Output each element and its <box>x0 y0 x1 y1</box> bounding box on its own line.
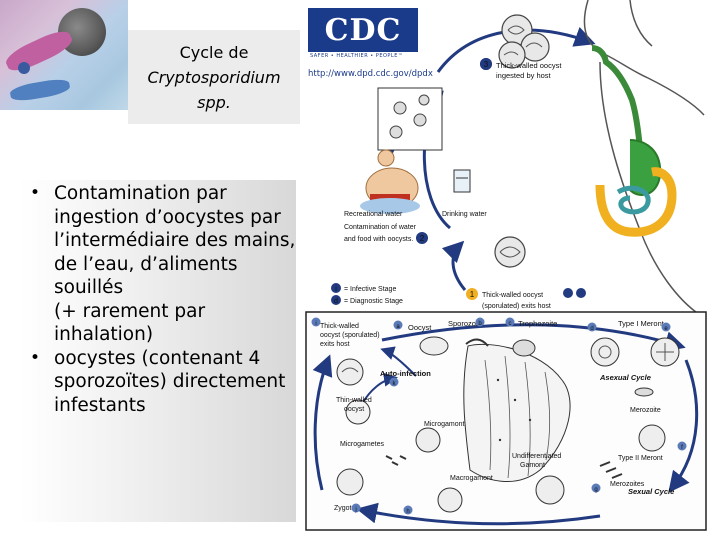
cdc-url: http://www.dpd.cdc.gov/dpdx <box>308 69 433 79</box>
cycle-arrow <box>441 240 467 291</box>
sexual-cycle-label: Sexual Cycle <box>628 487 674 496</box>
middle-oocyst-group <box>494 236 526 268</box>
human-body-outline <box>583 0 705 316</box>
trophozoite-drawing <box>512 339 536 357</box>
oocyst-drawing <box>419 336 449 356</box>
cdc-tagline: SAFER • HEALTHIER • PEOPLE™ <box>310 53 404 59</box>
step-3-label-line-2: ingested by host <box>496 71 552 80</box>
lower-cycle-arrow <box>356 502 601 526</box>
marker-j: j <box>354 507 356 513</box>
gamont-label-line-1: Undifferentiated <box>512 453 561 460</box>
microgametes-label: Microgametes <box>340 441 384 448</box>
microgamont-drawing <box>415 427 441 453</box>
water-panel <box>377 87 443 151</box>
thin-walled-label-line-1: Thin-walled <box>336 397 372 404</box>
sporozoite-drawing <box>465 338 489 347</box>
title-line-2: Cryptosporidium <box>147 67 281 87</box>
bullet-item: oocystes (contenant 4 sporozoïtes) direc… <box>24 347 299 418</box>
legend-infective: = Infective Stage <box>344 286 396 293</box>
step-2-label-line-1: Contamination of water <box>344 224 417 231</box>
slide-title: Cycle de Cryptosporidium spp. <box>128 30 300 124</box>
cdc-logo: CDC SAFER • HEALTHIER • PEOPLE™ <box>308 8 420 65</box>
cdc-logo-text: CDC <box>324 12 402 48</box>
lower-cycle-arrow <box>668 359 699 493</box>
microgamont-label: Microgamont <box>424 421 465 428</box>
zygote-drawing <box>336 468 364 496</box>
marker-a: a <box>396 324 400 330</box>
marker-f: f <box>681 445 683 451</box>
marker-e: e <box>664 326 668 332</box>
auto-infection-arrow <box>380 346 417 377</box>
trophozoite-label: Trophozoite <box>518 319 557 328</box>
marker-h: h <box>406 509 409 515</box>
step-2-number: 2 <box>420 234 425 243</box>
lower-cycle-arrow <box>312 354 333 491</box>
swimmers-illustration <box>360 149 420 214</box>
step-3-label-line-1: Thick-walled oocyst <box>496 61 562 70</box>
step-1-label-line-1: Thick-walled oocyst <box>482 292 543 299</box>
lower-cycle-arrow <box>381 323 686 352</box>
legend-diagnostic-icon: d <box>334 298 338 305</box>
exit-label-line-1: Thick-walled <box>320 323 359 330</box>
legend-diagnostic: = Diagnostic Stage <box>344 298 403 305</box>
step-3-number: 3 <box>484 60 489 69</box>
thin-walled-label-line-2: oocyst <box>344 406 364 413</box>
sporozoite-label: Sporozoite <box>448 319 484 328</box>
type1-meront-label: Type I Meront <box>618 319 665 328</box>
microscopy-photo <box>0 0 128 110</box>
step-1-label-line-2: (sporulated) exits host <box>482 303 551 310</box>
gamont-drawing <box>535 475 565 505</box>
auto-infection-label: Auto-infection <box>380 369 431 378</box>
ingested-oocyst-group <box>498 14 550 69</box>
oocyst-label: Oocyst <box>408 323 432 332</box>
merozoite-drawing <box>634 387 654 397</box>
marker-d: d <box>590 326 593 332</box>
exit-oocyst-drawing <box>336 358 364 386</box>
title-line-1: Cycle de <box>179 42 249 62</box>
marker-g: g <box>594 487 597 493</box>
marker-b: b <box>478 321 482 327</box>
title-line-3: spp. <box>197 92 231 112</box>
step-1-number: 1 <box>470 290 475 299</box>
merozoites-drawing <box>599 461 623 479</box>
thin-wall-oocyst-drawing <box>345 399 371 425</box>
life-cycle-diagram: 3 Thick-walled oocyst ingested by host 3… <box>305 0 707 531</box>
step-2-label-line-2: and food with oocysts. <box>344 236 413 243</box>
exit-label-line-2: oocyst (sporulated) <box>320 332 380 339</box>
macrogamont-label: Macrogamont <box>450 475 493 482</box>
merozoite-label: Merozoite <box>630 407 661 414</box>
digestive-tract <box>591 45 677 237</box>
microgametes-drawing <box>385 455 407 466</box>
bullet-item: Contamination par ingestion d’oocystes p… <box>24 182 299 347</box>
type1-meront-drawing <box>590 337 620 367</box>
type2-meront-label: Type II Meront <box>618 455 663 462</box>
type1-meront-drawing-2 <box>650 337 680 367</box>
marker-k: k <box>393 381 397 387</box>
legend-infective-icon: i <box>335 286 337 293</box>
merozoites-label: Merozoites <box>610 481 645 488</box>
intestinal-villi <box>463 343 571 483</box>
legend: i = Infective Stage d = Diagnostic Stage <box>331 283 403 305</box>
asexual-cycle-label: Asexual Cycle <box>599 373 651 382</box>
exit-label-line-3: exits host <box>320 341 350 348</box>
drinking-water-label: Drinking water <box>442 211 487 218</box>
marker-c: c <box>509 321 512 327</box>
recreational-water-label: Recreational water <box>344 211 403 218</box>
drinking-glass <box>453 169 471 193</box>
macrogamont-drawing <box>437 487 463 513</box>
bullet-list: Contamination par ingestion d’oocystes p… <box>24 182 299 417</box>
zygote-label: Zygote <box>334 505 356 512</box>
type2-meront-drawing <box>638 424 666 452</box>
marker-i: i <box>315 321 316 327</box>
stage-markers: a b c d e f g h i j k <box>311 317 687 515</box>
gamont-label-line-2: Gamont <box>520 462 545 469</box>
